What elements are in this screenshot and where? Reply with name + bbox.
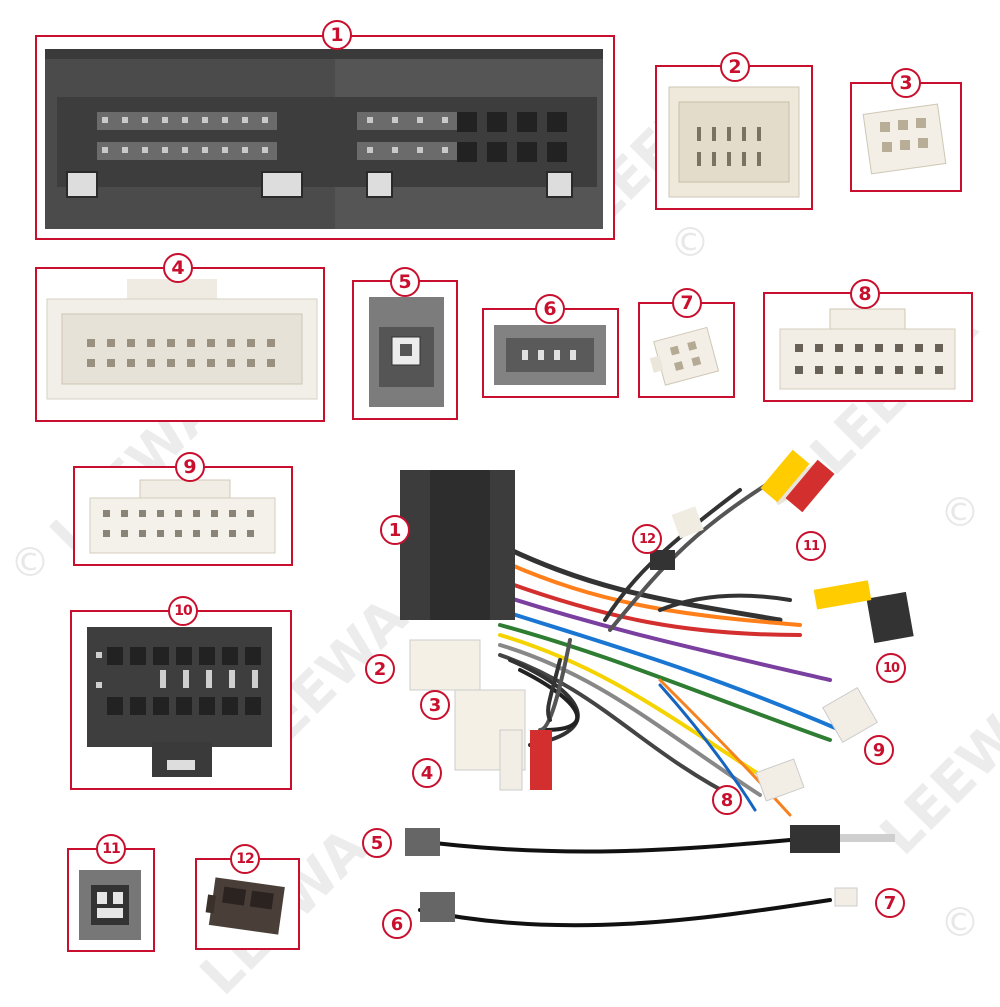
connector-7-frame: [638, 302, 735, 398]
harness-callout-11: 11: [796, 531, 826, 561]
wiring-harness-image: [400, 449, 914, 928]
connector-1-image: [45, 49, 603, 229]
harness-callout-9: 9: [864, 735, 894, 765]
connector-8-frame: [763, 292, 973, 402]
connector-5-frame: [352, 280, 458, 420]
watermark-copyright-icon: ©: [10, 540, 50, 586]
harness-callout-3: 3: [420, 690, 450, 720]
badge-7: 7: [672, 288, 702, 318]
badge-9: 9: [175, 452, 205, 482]
harness-callout-4: 4: [412, 758, 442, 788]
connector-9-frame: [73, 466, 293, 566]
connector-10-image: [87, 627, 272, 777]
badge-8: 8: [850, 279, 880, 309]
harness-callout-6: 6: [382, 909, 412, 939]
badge-10: 10: [168, 596, 198, 626]
connector-11-image: [79, 870, 141, 940]
connector-6-image: [494, 325, 606, 385]
connector-2-image: [668, 86, 800, 198]
harness-callout-7: 7: [875, 888, 905, 918]
connector-11-frame: [67, 848, 155, 952]
badge-1: 1: [322, 20, 352, 50]
watermark-copyright-icon: ©: [670, 220, 710, 266]
connector-2-frame: [655, 65, 813, 210]
badge-4: 4: [163, 253, 193, 283]
connector-8-image: [779, 308, 956, 390]
badge-3: 3: [891, 68, 921, 98]
badge-6: 6: [535, 294, 565, 324]
badge-2: 2: [720, 52, 750, 82]
badge-12: 12: [230, 844, 260, 874]
harness-callout-2: 2: [365, 654, 395, 684]
harness-callout-1: 1: [380, 515, 410, 545]
harness-callout-5: 5: [362, 828, 392, 858]
badge-11: 11: [96, 834, 126, 864]
connector-9-image: [89, 479, 276, 554]
connector-1-frame: [35, 35, 615, 240]
connector-12-image: [205, 877, 285, 935]
connector-3-image: [862, 103, 947, 175]
connector-7-image: [649, 326, 720, 386]
connector-5-image: [369, 297, 444, 407]
harness-callout-12: 12: [632, 524, 662, 554]
harness-callout-8: 8: [712, 785, 742, 815]
harness-callout-10: 10: [876, 653, 906, 683]
connector-3-frame: [850, 82, 962, 192]
connector-10-frame: [70, 610, 292, 790]
connector-4-frame: [35, 267, 325, 422]
connector-4-image: [46, 279, 318, 400]
badge-5: 5: [390, 267, 420, 297]
